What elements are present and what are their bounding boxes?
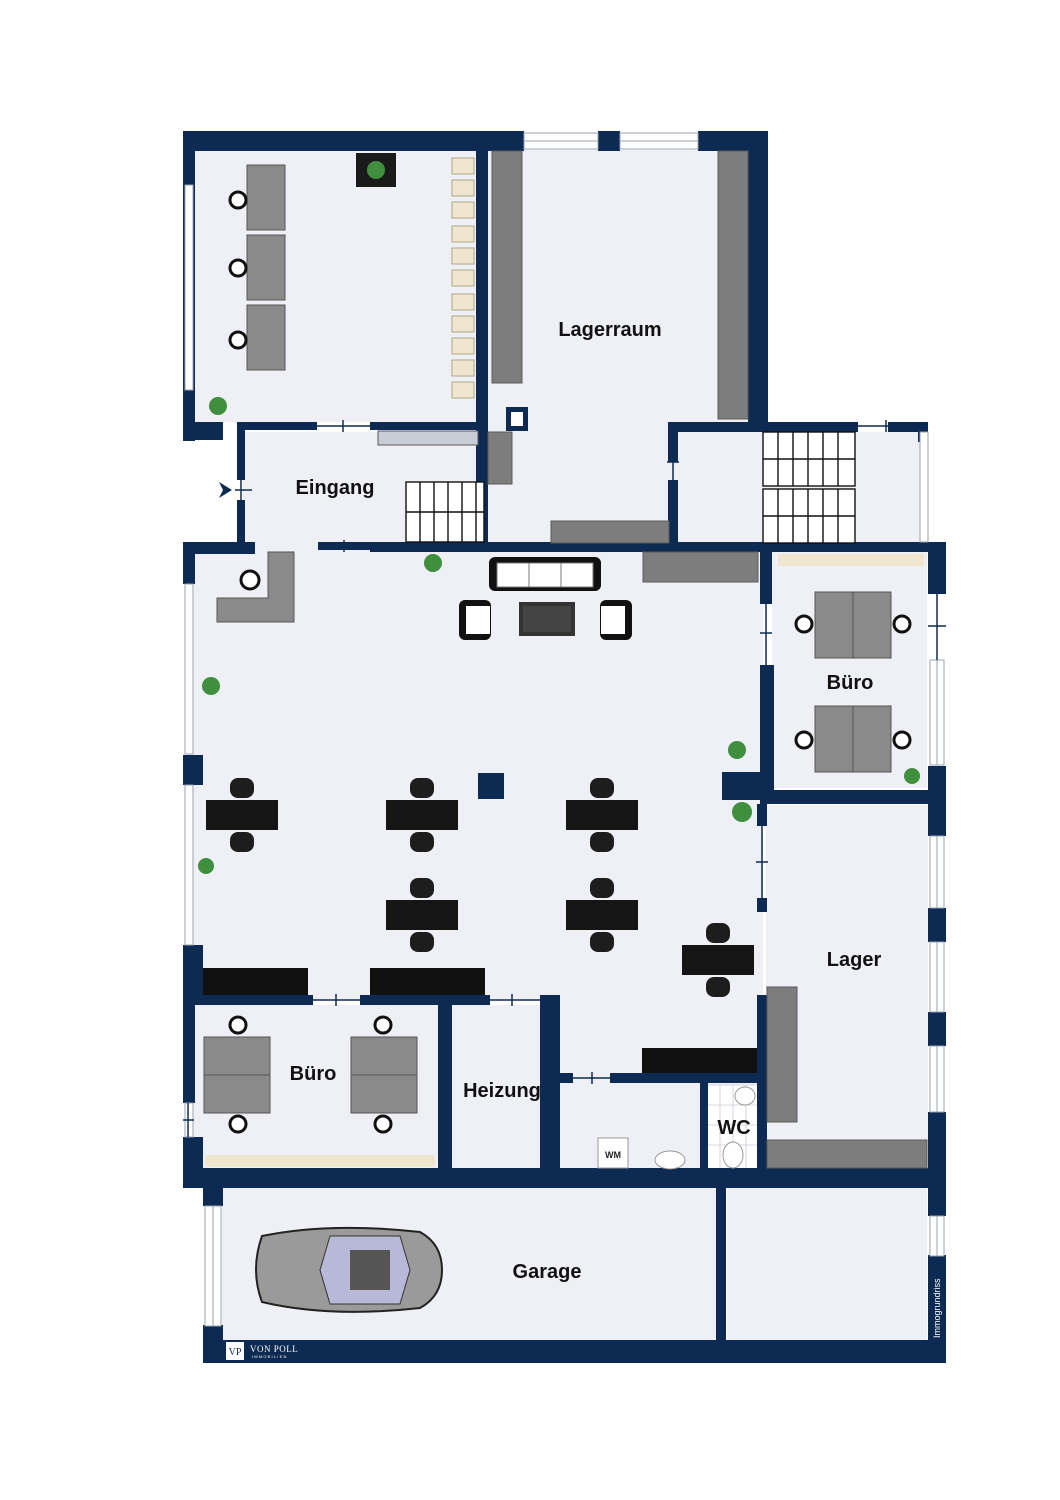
washing-machine-icon — [597, 1137, 629, 1169]
room-label-wc: WC — [717, 1117, 750, 1139]
chair-icon — [794, 614, 912, 750]
sink-icon — [654, 1150, 686, 1170]
room-label-buero-right: Büro — [827, 672, 874, 694]
logo-sub: IMMOBILIEN — [252, 1354, 288, 1359]
plant-icon — [198, 161, 920, 874]
door-ticks — [183, 420, 946, 1137]
stair-icon — [762, 431, 856, 544]
desk-icon — [246, 164, 286, 371]
room-label-eingang: Eingang — [296, 477, 375, 499]
logo: VP VON POLL IMMOBILIEN — [226, 1342, 298, 1360]
car-icon — [255, 1226, 444, 1313]
desk-icon — [203, 1036, 418, 1114]
stair-icon — [405, 481, 485, 543]
desks-open-office — [206, 800, 754, 975]
column — [478, 773, 504, 799]
bookcase-seats — [451, 157, 475, 399]
chair-icon — [228, 190, 248, 350]
chair-icon — [228, 1015, 393, 1134]
floor-garage-right — [727, 1188, 927, 1341]
logo-monogram: VP — [229, 1347, 242, 1358]
floor-heizung — [452, 1005, 545, 1170]
toilet-icon — [722, 1141, 744, 1169]
walls — [183, 131, 946, 1363]
chairs-open-office — [230, 778, 730, 997]
logo-name: VON POLL — [250, 1344, 298, 1354]
shelf-icon — [377, 150, 928, 1169]
sofa-icon — [459, 557, 632, 640]
credit-label: Immogrundriss — [932, 1278, 942, 1338]
room-label-buero-left: Büro — [290, 1063, 337, 1085]
room-label-lagerraum: Lagerraum — [558, 319, 661, 341]
desk-icon — [814, 591, 892, 773]
room-label-heizung: Heizung — [463, 1080, 541, 1102]
sink-icon — [734, 1086, 756, 1106]
windows — [184, 132, 945, 1327]
washing-machine-label: WM — [605, 1150, 621, 1160]
entrance-arrow-icon — [219, 482, 232, 498]
room-label-garage: Garage — [513, 1261, 582, 1283]
room-label-lager: Lager — [827, 949, 882, 971]
sideboards — [203, 968, 757, 1073]
desk-icon — [216, 551, 295, 623]
chair-icon — [239, 569, 261, 591]
